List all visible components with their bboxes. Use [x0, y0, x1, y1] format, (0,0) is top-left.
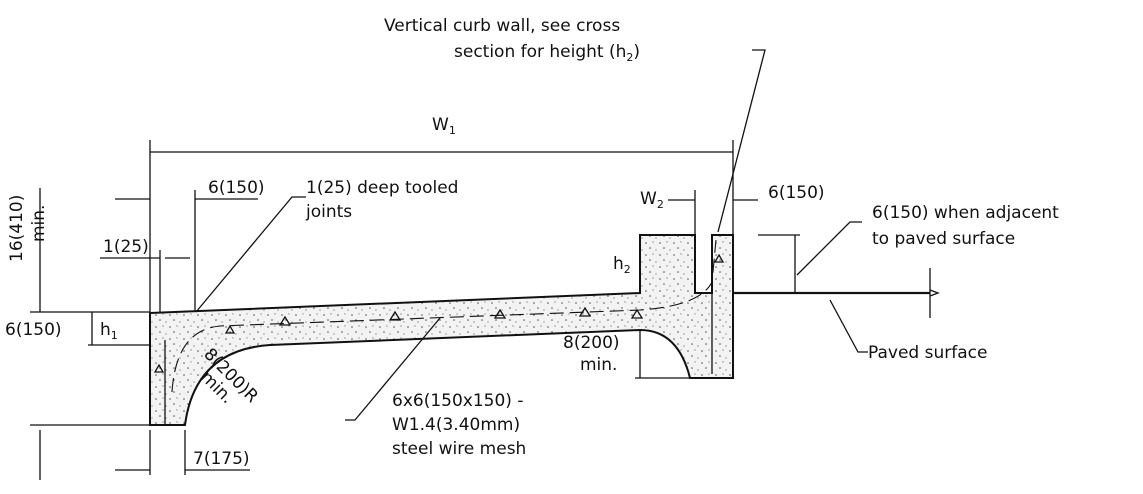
mesh-note-line2: W1.4(3.40mm)	[392, 415, 520, 435]
joints-leader	[195, 196, 306, 313]
adjacent-note-line2: to paved surface	[872, 229, 1015, 249]
dim-8-200-min: min.	[580, 355, 617, 375]
dim-8-200: 8(200)	[563, 333, 620, 353]
h1-label: h1	[100, 320, 118, 342]
w1-label: W1	[432, 115, 456, 137]
curb-wall-leader	[717, 49, 766, 233]
joints-note-line1: 1(25) deep tooled	[306, 178, 458, 198]
dim-7-175: 7(175)	[193, 449, 250, 469]
mesh-leader	[345, 317, 441, 421]
mesh-note-line3: steel wire mesh	[392, 439, 526, 459]
dim-16-410-min: min.	[29, 205, 49, 242]
paved-surface-label: Paved surface	[868, 343, 987, 363]
curb-wall-note-line2: section for height (h2)	[454, 42, 640, 64]
h2-label: h2	[613, 254, 631, 276]
steel-wire-mesh	[171, 239, 717, 393]
dim-6-150-right: 6(150)	[768, 183, 825, 203]
dim-6-150-top: 6(150)	[208, 178, 265, 198]
mesh-note-line1: 6x6(150x150) -	[392, 391, 523, 411]
w2-label: W2	[640, 189, 664, 211]
dim-6-150-left: 6(150)	[5, 320, 62, 340]
adjacent-note-line1: 6(150) when adjacent	[872, 203, 1059, 223]
dim-16-410: 16(410)	[7, 195, 27, 262]
aggregate-symbols	[153, 253, 725, 373]
adjacent-leader	[796, 221, 862, 276]
joints-note-line2: joints	[305, 202, 352, 222]
dim-1-25: 1(25)	[103, 237, 149, 257]
concrete-curb-body	[149, 234, 734, 426]
paved-surface-leader	[829, 299, 868, 353]
curb-wall-note-line1: Vertical curb wall, see cross	[384, 16, 620, 36]
